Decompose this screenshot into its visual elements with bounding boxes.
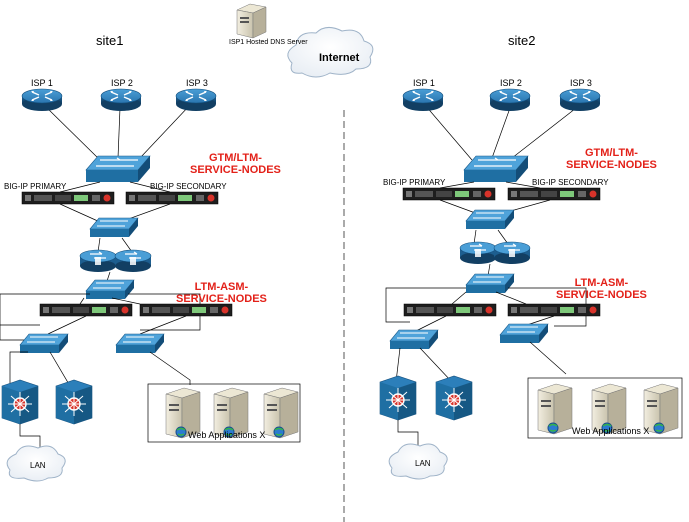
ltm-asm-label: LTM-ASM- SERVICE-NODES bbox=[176, 281, 267, 305]
isp3-label: ISP 3 bbox=[186, 78, 208, 88]
load-balancer-icon bbox=[114, 249, 152, 273]
access-switch-icon bbox=[499, 323, 549, 344]
ltm-primary-icon bbox=[39, 303, 133, 317]
gtm-ltm-label: GTM/LTM- SERVICE-NODES bbox=[190, 152, 281, 176]
internet-label: Internet bbox=[319, 52, 360, 64]
site2-title: site2 bbox=[508, 33, 536, 48]
core-switch-icon bbox=[1, 379, 39, 425]
internet-cloud bbox=[287, 27, 374, 78]
bigip-secondary-icon bbox=[125, 191, 219, 205]
isp1-router-icon bbox=[21, 88, 63, 112]
isp3-router-icon bbox=[175, 88, 217, 112]
edge-switch-icon bbox=[463, 155, 529, 183]
ltm-secondary-icon bbox=[139, 303, 233, 317]
core-switch-icon bbox=[55, 379, 93, 425]
lan-label: LAN bbox=[30, 461, 46, 470]
isp3-router-icon bbox=[559, 88, 601, 112]
isp2-label: ISP 2 bbox=[111, 78, 133, 88]
mid-switch-icon bbox=[465, 209, 515, 230]
access-switch-icon bbox=[389, 329, 439, 350]
lan-cloud bbox=[388, 443, 448, 480]
web-apps-label: Web Applications X bbox=[572, 426, 650, 436]
bigip-secondary-label: BIG-IP SECONDARY bbox=[150, 182, 227, 191]
load-balancer-icon bbox=[79, 249, 117, 273]
bigip-secondary-label: BIG-IP SECONDARY bbox=[532, 178, 609, 187]
isp2-router-icon bbox=[100, 88, 142, 112]
ltm-secondary-icon bbox=[507, 303, 601, 317]
core-switch-icon bbox=[379, 375, 417, 421]
gtm-ltm-label: GTM/LTM- SERVICE-NODES bbox=[566, 147, 657, 171]
access-switch-icon bbox=[115, 333, 165, 354]
dns-server-icon bbox=[236, 3, 267, 39]
bigip-primary-icon bbox=[402, 187, 496, 201]
web-server-icon bbox=[537, 383, 573, 435]
lan-cloud bbox=[6, 445, 66, 482]
inner-switch-icon bbox=[85, 279, 135, 300]
access-switch-icon bbox=[19, 333, 69, 354]
load-balancer-icon bbox=[459, 241, 497, 265]
ltm-primary-icon bbox=[403, 303, 497, 317]
isp1-router-icon bbox=[402, 88, 444, 112]
web-server-icon bbox=[263, 387, 299, 439]
bigip-primary-icon bbox=[21, 191, 115, 205]
core-switch-icon bbox=[435, 375, 473, 421]
web-apps-label: Web Applications X bbox=[188, 430, 266, 440]
site1-network bbox=[0, 88, 301, 482]
edge-switch-icon bbox=[85, 155, 151, 183]
bigip-primary-label: BIG-IP PRIMARY bbox=[4, 182, 67, 191]
lan-label: LAN bbox=[415, 459, 431, 468]
mid-switch-icon bbox=[89, 217, 139, 238]
bigip-secondary-icon bbox=[507, 187, 601, 201]
dns-server-label: ISP1 Hosted DNS Server bbox=[229, 39, 308, 46]
site1-title: site1 bbox=[96, 33, 124, 48]
ltm-asm-label: LTM-ASM- SERVICE-NODES bbox=[556, 277, 647, 301]
site2-network bbox=[379, 88, 683, 480]
isp3-label: ISP 3 bbox=[570, 78, 592, 88]
isp2-router-icon bbox=[489, 88, 531, 112]
isp1-label: ISP 1 bbox=[31, 78, 53, 88]
isp1-label: ISP 1 bbox=[413, 78, 435, 88]
load-balancer-icon bbox=[493, 241, 531, 265]
inner-switch-icon bbox=[465, 273, 515, 294]
isp2-label: ISP 2 bbox=[500, 78, 522, 88]
bigip-primary-label: BIG-IP PRIMARY bbox=[383, 178, 446, 187]
